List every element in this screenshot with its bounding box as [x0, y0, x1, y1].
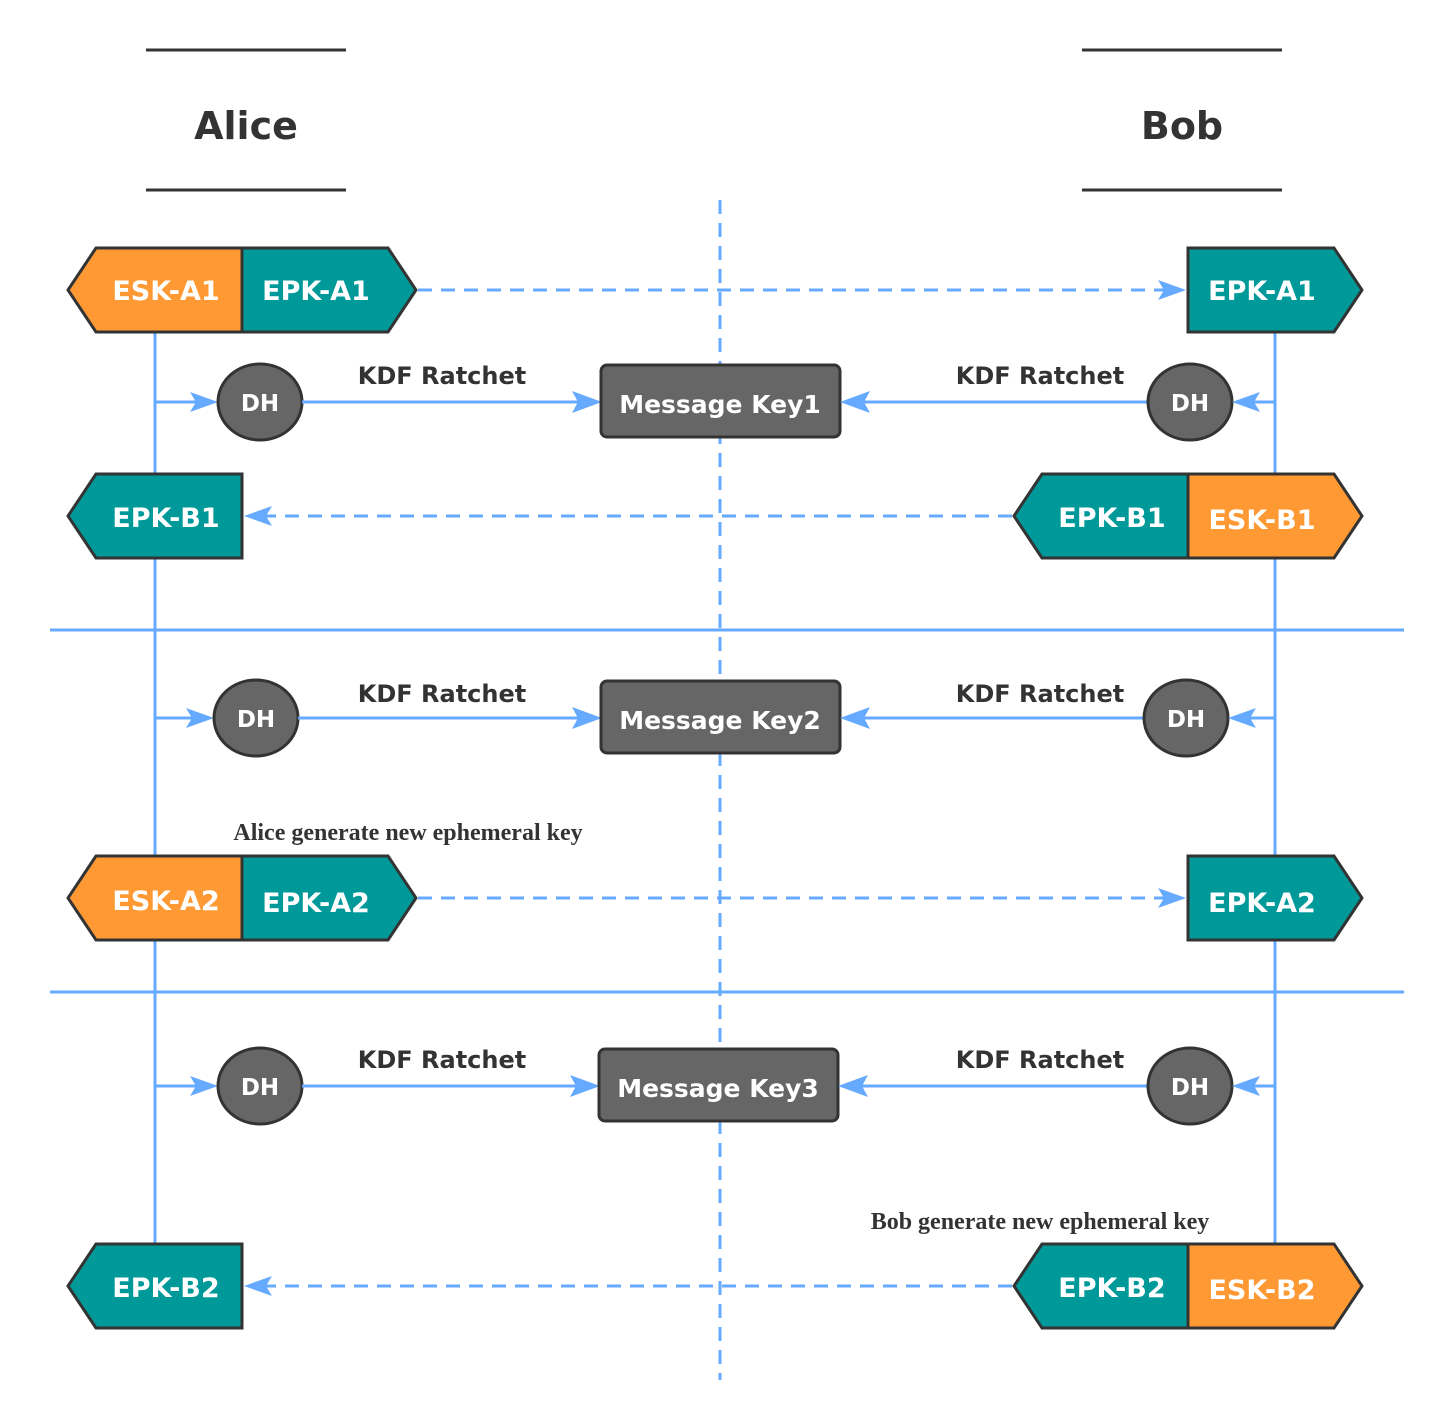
bob-dh-label: DH [1171, 391, 1209, 417]
bob-recv-epk-a2: EPK-A2 [1186, 854, 1364, 942]
bob-epk-a2-shape [1186, 854, 1364, 942]
arrowhead [840, 707, 870, 729]
bob-dh-label: DH [1171, 1075, 1209, 1101]
bob-epk-a1-label: EPK-A1 [1208, 276, 1316, 307]
arrowhead [838, 1075, 868, 1097]
esk-b2-label: ESK-B2 [1208, 1275, 1315, 1306]
epk-b2-label: EPK-B2 [1058, 1273, 1165, 1304]
arrowhead [1232, 392, 1260, 412]
bob-key-pair-b2: EPK-B2 ESK-B2 [1012, 1242, 1364, 1330]
alice-new-key-note: Alice generate new ephemeral key [233, 820, 582, 846]
arrowhead [1228, 708, 1256, 728]
message-key-1 [599, 363, 842, 439]
epk-a1-label: EPK-A1 [262, 276, 370, 307]
alice-key-pair-a2: ESK-A2 EPK-A2 [66, 854, 418, 942]
bob-kdf-label: KDF Ratchet [956, 1046, 1124, 1074]
bob-epk-a2-label: EPK-A2 [1208, 888, 1316, 919]
bob-new-key-note: Bob generate new ephemeral key [871, 1209, 1210, 1235]
alice-epk-b2-shape [66, 1242, 244, 1330]
arrowhead [190, 1076, 218, 1096]
bob-label: Bob [1141, 104, 1223, 148]
alice-header: Alice [146, 48, 346, 192]
alice-key-pair-a1: ESK-A1 EPK-A1 [66, 246, 418, 334]
message-key-3 [597, 1047, 840, 1123]
bob-kdf-label: KDF Ratchet [956, 362, 1124, 390]
arrowhead [570, 1075, 600, 1097]
bob-key-pair-b1: EPK-B1 ESK-B1 [1012, 472, 1364, 560]
esk-a1-label: ESK-A1 [112, 276, 219, 307]
alice-label: Alice [194, 104, 298, 148]
alice-kdf-label: KDF Ratchet [358, 680, 526, 708]
alice-epk-b2-label: EPK-B2 [112, 1273, 219, 1304]
bob-dh-label: DH [1167, 707, 1205, 733]
esk-a2-label: ESK-A2 [112, 886, 219, 917]
bob-header: Bob [1082, 48, 1282, 192]
message-key-1-label: Message Key1 [619, 390, 821, 419]
arrowhead [572, 707, 602, 729]
epk-a2-label: EPK-A2 [262, 888, 370, 919]
bob-kdf-label: KDF Ratchet [956, 680, 1124, 708]
alice-kdf-label: KDF Ratchet [358, 362, 526, 390]
esk-b1-shape [1186, 472, 1364, 560]
arrowhead [1232, 1076, 1260, 1096]
bob-epk-a1-shape [1186, 246, 1364, 334]
arrowhead [244, 506, 272, 526]
alice-dh-label: DH [241, 391, 279, 417]
epk-b1-label: EPK-B1 [1058, 503, 1165, 534]
message-key-3-label: Message Key3 [617, 1074, 819, 1103]
arrowhead [1158, 888, 1186, 908]
arrowhead [840, 391, 870, 413]
arrowhead [244, 1276, 272, 1296]
alice-epk-b1-label: EPK-B1 [112, 503, 219, 534]
arrowhead [186, 708, 214, 728]
epk-a2-shape [240, 854, 418, 942]
arrowhead [190, 392, 218, 412]
esk-b1-label: ESK-B1 [1208, 505, 1315, 536]
message-key-2 [599, 679, 842, 755]
arrowhead [1158, 280, 1186, 300]
epk-a1-shape [240, 246, 418, 334]
alice-dh-label: DH [237, 707, 275, 733]
message-key-2-label: Message Key2 [619, 706, 821, 735]
alice-dh-label: DH [241, 1075, 279, 1101]
alice-epk-b1-shape [66, 472, 244, 560]
arrowhead [572, 391, 602, 413]
alice-recv-epk-b1: EPK-B1 [66, 472, 244, 560]
esk-b2-shape [1186, 1242, 1364, 1330]
alice-kdf-label: KDF Ratchet [358, 1046, 526, 1074]
alice-recv-epk-b2: EPK-B2 [66, 1242, 244, 1330]
bob-recv-epk-a1: EPK-A1 [1186, 246, 1364, 334]
